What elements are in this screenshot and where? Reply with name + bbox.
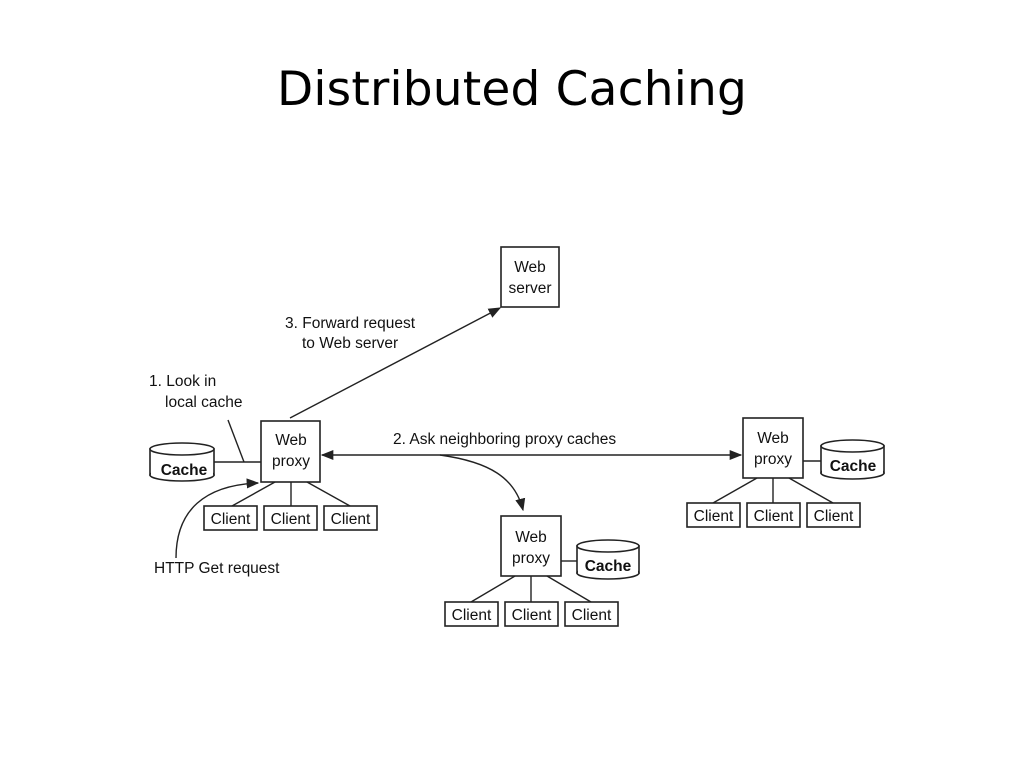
right-cache: Cache [820, 439, 885, 480]
right-proxy-label-line2: proxy [754, 451, 792, 468]
right-proxy-cluster: Web proxy Cache Client Client Client [686, 417, 885, 528]
slide-title: Distributed Caching [276, 62, 747, 117]
web-server-label-line1: Web [514, 259, 546, 276]
client-label: Client [512, 607, 552, 624]
client-label: Client [452, 607, 492, 624]
right-cache-label: Cache [830, 458, 877, 475]
left-client-1: Client [203, 505, 258, 531]
middle-client-1: Client [444, 601, 499, 627]
step2-label: 2. Ask neighboring proxy caches [393, 431, 616, 448]
step1-label-line2: local cache [165, 394, 243, 411]
step1-leader-line [227, 419, 245, 463]
middle-proxy-label-line2: proxy [512, 550, 550, 567]
right-proxy-label-line1: Web [757, 430, 789, 447]
forward-request-arrow [289, 307, 502, 419]
left-client-link-1 [231, 481, 276, 507]
right-client-2: Client [746, 502, 801, 528]
left-cache-top [149, 442, 215, 456]
http-get-label: HTTP Get request [154, 560, 280, 577]
http-get-arrow [175, 478, 260, 559]
web-server-label-line2: server [508, 280, 551, 297]
step3-label-line1: 3. Forward request [285, 315, 416, 332]
left-client-2: Client [263, 505, 318, 531]
client-label: Client [754, 508, 794, 525]
client-label: Client [211, 511, 251, 528]
client-label: Client [331, 511, 371, 528]
left-client-link-3 [306, 481, 351, 507]
client-label: Client [572, 607, 612, 624]
middle-client-2: Client [504, 601, 559, 627]
right-client-3: Client [806, 502, 861, 528]
left-proxy-label-line1: Web [275, 432, 307, 449]
middle-client-3: Client [564, 601, 619, 627]
left-proxy-label-line2: proxy [272, 453, 310, 470]
right-client-link-3 [788, 477, 834, 504]
right-client-1: Client [686, 502, 741, 528]
middle-cache-label: Cache [585, 558, 632, 575]
client-label: Client [694, 508, 734, 525]
step3-label-line2: to Web server [302, 335, 398, 352]
middle-proxy-label-line1: Web [515, 529, 547, 546]
ask-middle-proxy-arrow [439, 454, 526, 512]
client-label: Client [814, 508, 854, 525]
middle-cache: Cache [576, 539, 640, 580]
middle-client-link-3 [546, 575, 592, 603]
web-server-box [500, 246, 560, 308]
client-label: Client [271, 511, 311, 528]
left-client-3: Client [323, 505, 378, 531]
left-cache-label: Cache [161, 462, 208, 479]
web-server-node: Web server [500, 246, 560, 308]
step1-label-line1: 1. Look in [149, 373, 216, 390]
middle-client-link-1 [470, 575, 516, 603]
left-proxy-box [260, 420, 321, 483]
right-client-link-1 [712, 477, 758, 504]
left-cache: Cache [149, 442, 215, 482]
middle-proxy-cluster: Web proxy Cache Client Client Client [444, 515, 640, 627]
right-proxy-box [742, 417, 804, 479]
left-proxy-cluster: Cache Web proxy Client Client Client [149, 420, 378, 531]
middle-proxy-box [500, 515, 562, 577]
